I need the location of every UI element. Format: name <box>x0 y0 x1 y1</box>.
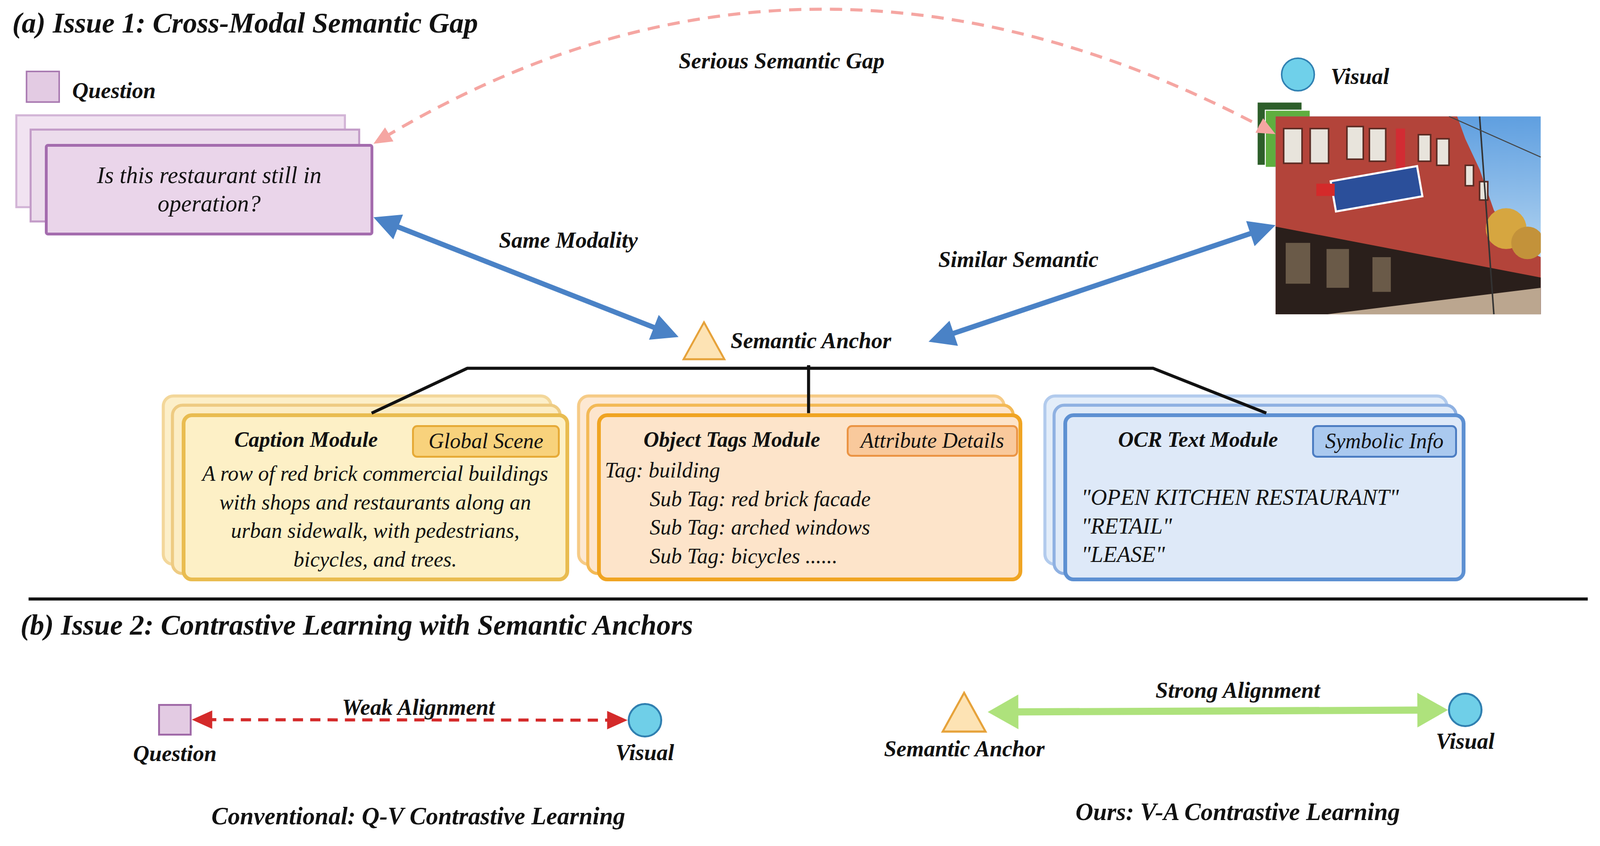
arrow-head <box>1246 220 1276 246</box>
visual-icon <box>1281 58 1314 91</box>
ocr-line: "LEASE" <box>1081 541 1165 569</box>
object-tags-module: Object Tags ModuleTag: buildingSub Tag: … <box>597 413 1023 582</box>
arrow-head <box>648 315 679 340</box>
brick-building <box>1275 116 1541 315</box>
section-heading: (a) Issue 1: Cross-Modal Semantic Gap <box>12 6 479 41</box>
question-icon <box>26 71 59 102</box>
triangle-shape <box>681 320 727 362</box>
module-tag: Attribute Details <box>846 425 1019 457</box>
restaurant-sign <box>1330 166 1423 212</box>
connector-line <box>808 365 1267 414</box>
ocr-module: OCR Text Module "OPEN KITCHEN RESTAURANT"… <box>1063 413 1466 582</box>
arrow-head <box>373 127 394 144</box>
tag-text: Attribute Details <box>848 427 1017 455</box>
module-heading: Object Tags Module <box>643 427 821 453</box>
separator-line <box>28 597 1589 601</box>
wire <box>1448 116 1542 158</box>
connector-line <box>390 224 662 331</box>
module-tag: Global Scene <box>412 425 560 458</box>
arrow-head <box>928 320 958 346</box>
visual-icon: Visual <box>627 703 663 739</box>
connector <box>928 220 1276 346</box>
connector-line <box>946 231 1258 337</box>
arrow-head <box>987 694 1019 730</box>
ocr-line: "RETAIL" <box>1081 513 1172 540</box>
edge-label: Same Modality <box>498 227 639 255</box>
connector-line <box>807 365 810 414</box>
edge-label: Strong Alignment <box>1155 677 1320 705</box>
arrow-head <box>373 214 404 240</box>
edge-label: Serious Semantic Gap <box>678 47 885 75</box>
connector <box>808 365 1267 414</box>
sky <box>1275 116 1541 315</box>
module-heading: OCR Text Module <box>1118 427 1279 453</box>
caption-label: Conventional: Q-V Contrastive Learning <box>211 801 626 831</box>
tag-line: Sub Tag: arched windows <box>649 514 871 541</box>
tag-line: Tag: building <box>604 457 720 484</box>
connector-line <box>371 365 809 414</box>
module-tag: Symbolic Info <box>1312 425 1457 458</box>
triangle-shape <box>940 690 988 734</box>
module-heading: Caption Module <box>234 427 379 453</box>
icon-label: Question <box>117 740 233 768</box>
tag-line: Sub Tag: bicycles ...... <box>649 543 838 570</box>
connector-line <box>384 8 1265 137</box>
stack-layers <box>16 115 1457 574</box>
visual-icon: Visual <box>1448 692 1483 728</box>
connector <box>371 365 809 414</box>
edge-label: Weak Alignment <box>342 694 496 722</box>
tag-text: Symbolic Info <box>1313 427 1456 456</box>
sidewalk <box>1326 287 1542 315</box>
arrow-head <box>1417 692 1449 728</box>
arrow-head <box>191 710 212 730</box>
small-sign <box>1316 183 1335 196</box>
icon-label: Visual <box>1417 728 1514 756</box>
connector-line <box>1009 710 1427 713</box>
caption-label: Ours: V-A Contrastive Learning <box>1075 797 1401 827</box>
tag-line: Sub Tag: red brick facade <box>649 486 871 513</box>
caption-module: Caption Module A row of red brick commerc… <box>181 413 570 582</box>
tree <box>1511 226 1544 260</box>
icon-label: Semantic Anchor <box>867 735 1062 763</box>
node-heading: Visual <box>1330 63 1390 91</box>
connector <box>373 8 1276 144</box>
connector <box>808 365 809 414</box>
tag-text: Global Scene <box>413 427 558 456</box>
street-photo <box>1275 116 1544 315</box>
question-text: Is this restaurant still in operation? <box>47 146 371 234</box>
triangle-outline <box>683 322 725 360</box>
semantic-anchor: Semantic Anchor <box>678 318 929 366</box>
question-icon: Question <box>158 704 192 736</box>
icon-label: Visual <box>596 739 693 767</box>
edge-label: Similar Semantic <box>938 246 1099 274</box>
arrow-head <box>1255 118 1276 135</box>
node-heading: Question <box>72 77 156 105</box>
pole <box>1479 116 1494 315</box>
anchor-icon: Semantic Anchor <box>940 690 988 734</box>
shop-windows <box>1285 243 1391 293</box>
module-body: A row of red brick commercial buildings … <box>197 459 553 574</box>
triangle-outline <box>943 692 986 732</box>
question-box: QuestionIs this restaurant still in oper… <box>44 143 374 236</box>
visual-image: Visual <box>1275 116 1541 314</box>
connector <box>373 214 679 340</box>
arrow-head <box>606 711 628 730</box>
node-heading: Semantic Anchor <box>730 327 892 355</box>
section-heading: (b) Issue 2: Contrastive Learning with S… <box>20 608 693 643</box>
ocr-line: "OPEN KITCHEN RESTAURANT" <box>1081 484 1399 512</box>
